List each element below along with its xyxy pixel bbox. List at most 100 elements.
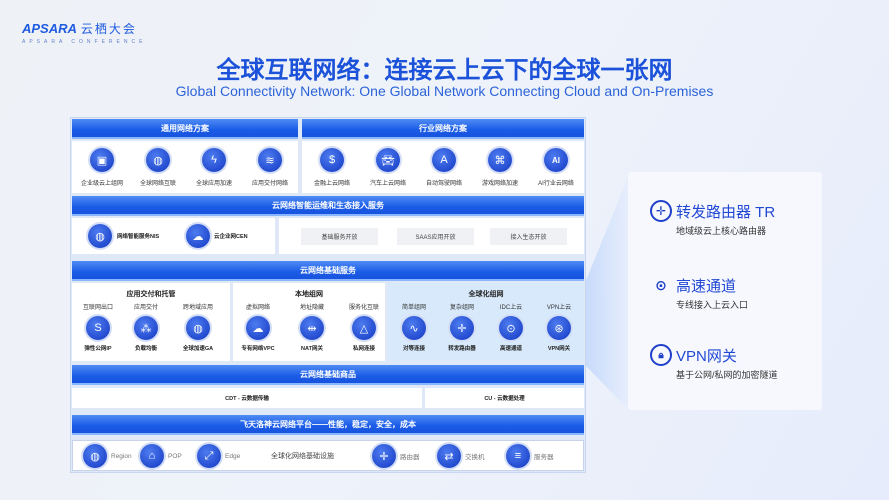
basic-service-open[interactable]: 基础服务开放	[301, 228, 378, 245]
dollar-icon: $	[320, 148, 344, 172]
infra-item[interactable]: ⇄ 交换机	[437, 444, 485, 468]
item-label: 全球应用加速	[195, 181, 232, 187]
item-label: AI行业云网络	[538, 181, 574, 187]
service-category: 复杂组网	[449, 305, 474, 311]
service-item[interactable]: 复杂组网 ✛ 转发路由器	[432, 302, 492, 352]
logo-cn: 云栖大会	[80, 22, 137, 36]
service-category: VPN上云	[546, 305, 572, 311]
infra-item[interactable]: ✛ 路由器	[372, 444, 420, 468]
service-item[interactable]: 虚拟网络☁︎专有网络VPC	[228, 302, 288, 352]
service-name: 专有网络VPC	[241, 346, 275, 352]
vpn-lock-icon: 🔒︎	[650, 344, 672, 366]
car-icon: 🚘︎	[376, 148, 400, 172]
service-name: 对等连接	[402, 346, 425, 352]
basic-services-header: 云网络基础服务	[72, 261, 584, 281]
item-app-delivery[interactable]: ≋应用交付网络	[240, 148, 300, 187]
card-desc: 基于公网/私网的加密隧道	[676, 370, 778, 380]
ai-icon: AI	[544, 148, 568, 172]
service-nis[interactable]: ◍ 网络智能服务NIS	[88, 224, 159, 248]
service-category: 服务化互联	[348, 305, 379, 311]
infra-item[interactable]: ≡ 服务器	[506, 444, 554, 468]
group-title: 应用交付和托管	[126, 291, 176, 298]
item-finance[interactable]: $金融上云网络	[302, 148, 362, 187]
product-cdt[interactable]: CDT - 云数据传输	[72, 388, 422, 408]
logo-brand: APSARA	[22, 21, 77, 36]
infra-label: 交换机	[465, 454, 485, 461]
nat-icon: ⇹	[300, 316, 324, 340]
saas-open[interactable]: SAAS应用开放	[397, 228, 474, 245]
infra-label: Edge	[225, 452, 241, 460]
general-network-header: 通用网络方案	[72, 119, 298, 139]
service-name: 转发路由器	[448, 346, 476, 352]
service-name: 弹性公网IP	[84, 346, 112, 352]
server-icon: ≡	[506, 444, 530, 468]
service-category: IDC上云	[499, 305, 523, 311]
item-global-interconnect[interactable]: ◍全球网络互联	[128, 148, 188, 187]
service-item[interactable]: 跨地域应用 ◍ 全球加速GA	[168, 302, 228, 352]
item-ai[interactable]: AI AI行业云网络	[526, 148, 586, 187]
card-item-tr[interactable]: ✛转发路由器 TR	[650, 200, 775, 222]
service-category: 跨地域应用	[182, 305, 213, 311]
service-item[interactable]: 服务化互联△私网连接	[334, 302, 394, 352]
item-label: 汽车上云网络	[369, 181, 406, 187]
item-auto[interactable]: 🚘︎ 汽车上云网络	[358, 148, 418, 187]
ecosystem-open[interactable]: 接入生态开放	[490, 228, 567, 245]
infra-label: 路由器	[400, 454, 420, 461]
product-cu[interactable]: CU - 云数据处理	[425, 388, 584, 408]
infra-item[interactable]: ⤢ Edge	[197, 444, 240, 468]
infra-item[interactable]: ⌂ POP	[140, 444, 182, 468]
service-category: 互联网出口	[82, 305, 113, 311]
globe-icon: ◍	[88, 224, 112, 248]
building-cloud-icon: ▣	[90, 148, 114, 172]
card-item-express[interactable]: ⊙高速通道	[650, 274, 736, 296]
vpn-icon: ⊛	[547, 316, 571, 340]
service-name: 私网连接	[352, 346, 375, 352]
globe-icon: ◍	[186, 316, 210, 340]
service-item[interactable]: IDC上云 ⊙ 高速通道	[481, 302, 541, 352]
service-label: 网络智能服务NIS	[117, 234, 160, 240]
service-item[interactable]: VPN上云⊛VPN网关	[529, 302, 589, 352]
service-name: 全球加速GA	[182, 346, 214, 352]
infra-label: 服务器	[534, 454, 554, 461]
service-item[interactable]: 应用交付⁂负载均衡	[116, 302, 176, 352]
item-game[interactable]: ⌘游戏网络加速	[470, 148, 530, 187]
service-category: 应用交付	[133, 305, 158, 311]
gamepad-icon: ⌘	[488, 148, 512, 172]
infra-label: Region	[111, 452, 132, 460]
infra-label: POP	[168, 452, 182, 460]
card-desc: 专线接入上云入口	[676, 300, 749, 310]
card-item-vpn[interactable]: 🔒︎VPN网关	[650, 344, 737, 366]
logo-sub: APSARA CONFERENCE	[22, 39, 147, 45]
service-cen[interactable]: ☁︎云企业网CEN	[186, 224, 248, 248]
service-item[interactable]: 地址隐藏⇹NAT网关	[282, 302, 342, 352]
industry-network-header: 行业网络方案	[302, 119, 584, 139]
open-services: 基础服务开放 SAAS应用开放 接入生态开放	[279, 218, 584, 254]
item-enterprise-cloud[interactable]: ▣企业级云上组网	[72, 148, 132, 187]
card-desc: 地域级云上核心路由器	[676, 226, 767, 236]
autodrive-icon: A	[432, 148, 456, 172]
router-icon: ✛	[372, 444, 396, 468]
globe-icon: ◍	[146, 148, 170, 172]
service-item[interactable]: 简单组网 ∿ 对等连接	[384, 302, 444, 352]
card-title: VPN网关	[676, 347, 737, 365]
service-name: NAT网关	[301, 346, 323, 352]
pop-router-icon: ⌂	[140, 444, 164, 468]
switch-icon: ⇄	[437, 444, 461, 468]
page-title: 全球互联网络：连接云上云下的全球一张网	[216, 57, 673, 84]
express-icon: ⊙	[499, 316, 523, 340]
service-name: 负载均衡	[134, 346, 157, 352]
infra-item[interactable]: ◍ Region	[83, 444, 132, 468]
router-icon: ✛	[450, 316, 474, 340]
edge-link-icon: ⤢	[197, 444, 221, 468]
peer-icon: ∿	[402, 316, 426, 340]
service-category: 简单组网	[401, 305, 426, 311]
service-name: 高速通道	[499, 346, 522, 352]
globe-pin-icon: ◍	[83, 444, 107, 468]
